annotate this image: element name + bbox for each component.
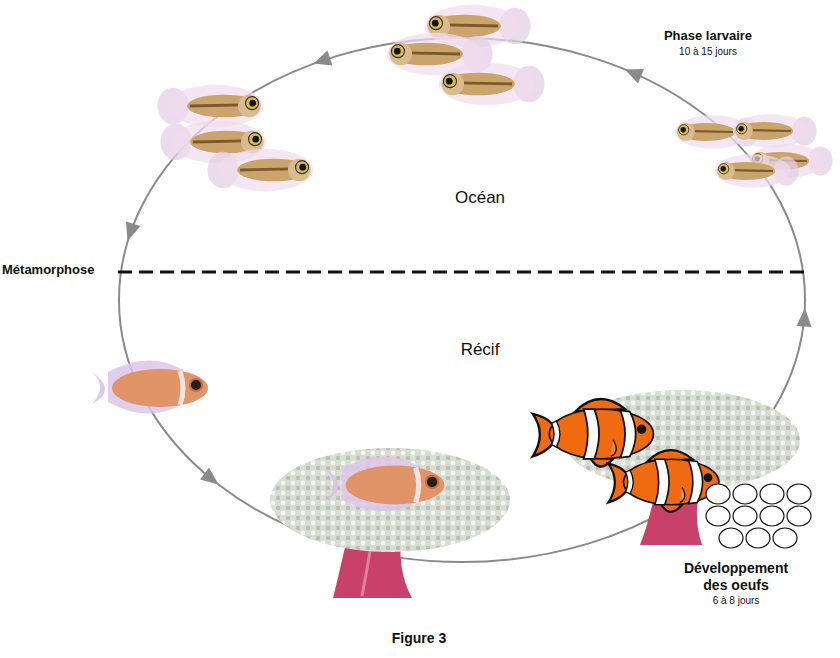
duration-label: 10 à 15 jours	[648, 46, 768, 58]
phase-label: Développement des oeufs	[672, 560, 800, 594]
zone-label: Récif	[420, 340, 540, 360]
zone-label: Océan	[420, 188, 540, 208]
phase-label: Phase larvaire	[648, 28, 768, 44]
boundary-label: Métamorphose	[2, 262, 116, 278]
figure-caption: Figure 3	[364, 630, 474, 647]
duration-label: 6 à 8 jours	[672, 595, 800, 607]
